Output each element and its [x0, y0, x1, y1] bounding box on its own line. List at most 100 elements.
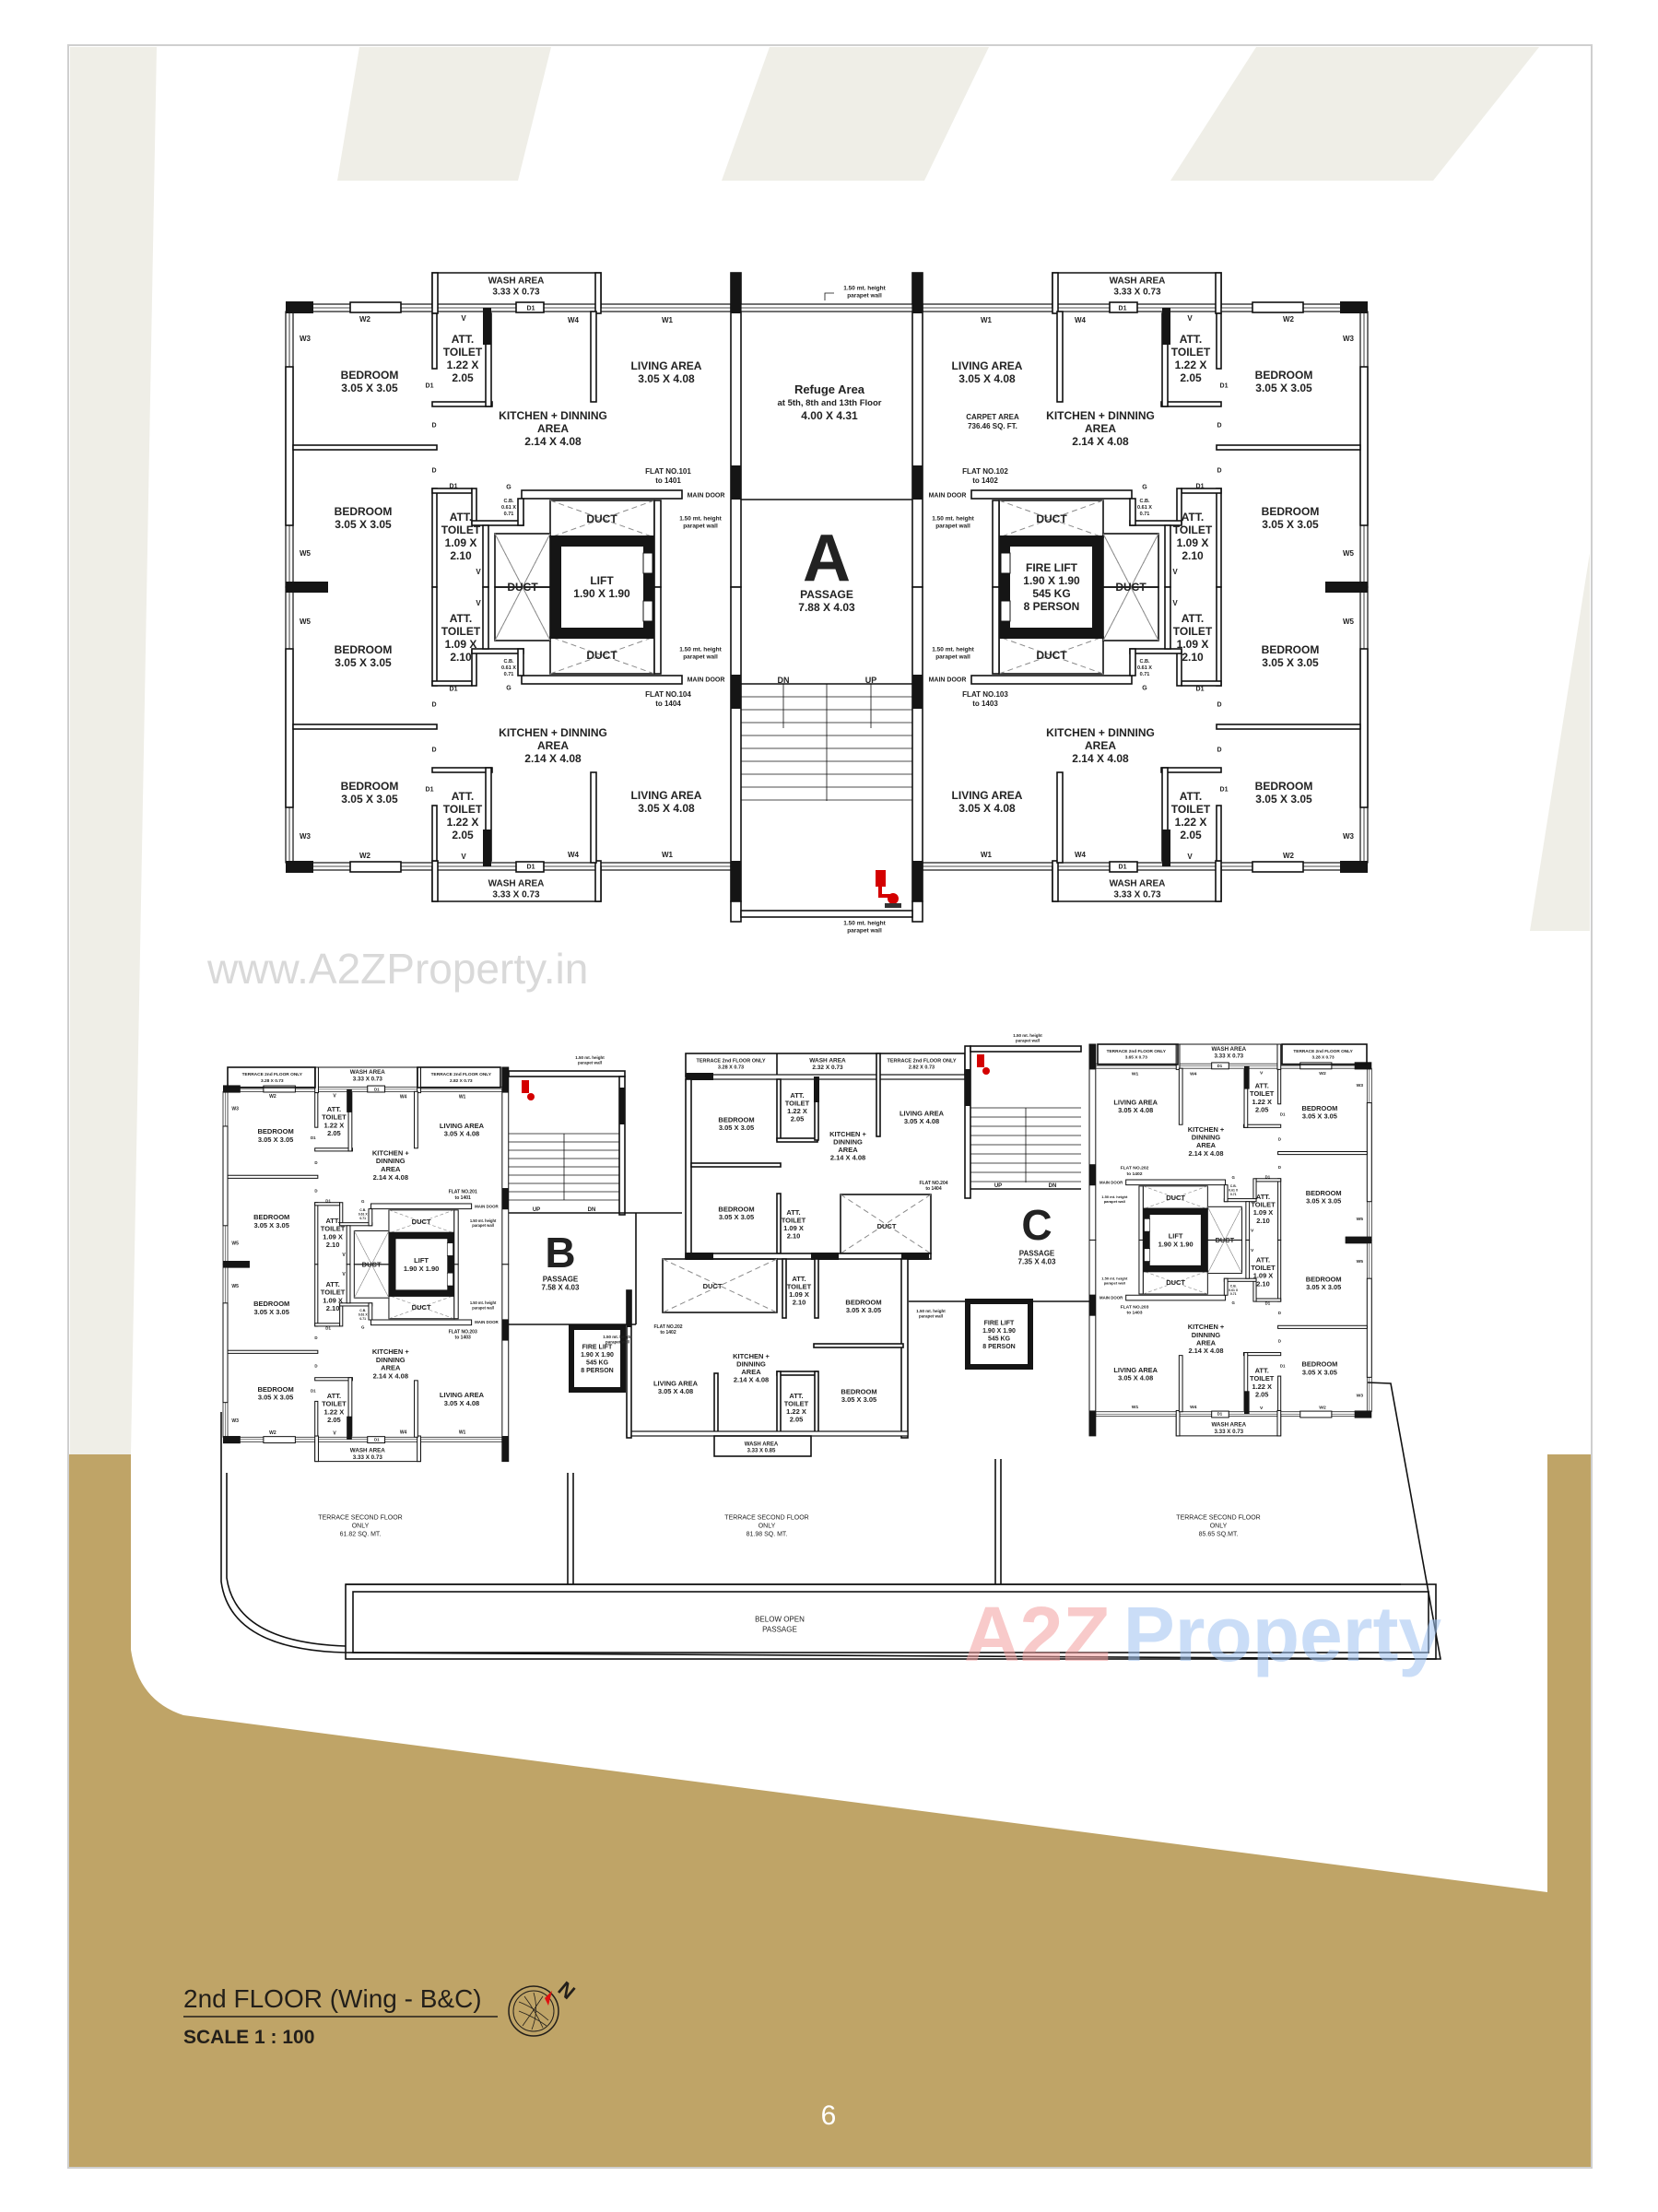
fire-lift-label: 1.90 X 1.90 — [581, 1352, 614, 1359]
page-number: 6 — [821, 2100, 837, 2131]
living-area-label: 3.05 X 4.08 — [958, 372, 1016, 385]
terrace-area-label: 85.65 SQ.MT. — [1199, 1532, 1239, 1538]
toilet-label: ATT. — [1182, 511, 1204, 524]
window-tag: W5 — [300, 618, 312, 626]
window-tag: W3 — [1357, 1393, 1364, 1398]
door-tag: D1 — [311, 1135, 316, 1140]
toilet-label: ATT. — [792, 1275, 805, 1283]
kitchen-label: 2.14 X 4.08 — [1188, 1347, 1223, 1355]
passage-label: 7.88 X 4.03 — [798, 601, 855, 614]
door-tag: D1 — [527, 305, 535, 312]
duct-label: DUCT — [1115, 581, 1146, 594]
toilet-label: ATT. — [1180, 790, 1202, 803]
window-tag: W3 — [300, 335, 312, 343]
toilet-label: 2.05 — [327, 1129, 341, 1137]
terrace-label: 3.28 X 0.73 — [261, 1078, 284, 1084]
wash-area-label: WASH AREA — [809, 1058, 846, 1065]
toilet-label: TOILET — [1173, 524, 1213, 536]
cb-label: 0.61 X — [501, 505, 516, 511]
ventilator-tag: V — [333, 1094, 336, 1100]
kitchen-label: KITCHEN + DINNING — [499, 409, 607, 422]
toilet-label: 2.05 — [452, 371, 474, 384]
kitchen-label: 2.14 X 4.08 — [1188, 1149, 1223, 1158]
flat-number-label: to 1402 — [1126, 1171, 1142, 1177]
wing-c-stair — [909, 1045, 1089, 1370]
terrace-label: TERRACE 2nd FLOOR ONLY — [1107, 1049, 1167, 1054]
window-tag: W1 — [662, 316, 674, 324]
wash-area-label: 3.33 X 0.73 — [353, 1454, 383, 1461]
kitchen-label: DINNING — [376, 1157, 406, 1165]
parapet-note: 1.50 mt. height — [1101, 1277, 1128, 1281]
stair-up-label: UP — [533, 1207, 540, 1213]
toilet-label: ATT. — [452, 790, 474, 803]
gas-tag: G — [506, 485, 512, 491]
floor-title: 2nd FLOOR (Wing - B&C) — [183, 1984, 482, 2013]
living-area-label: LIVING AREA — [1113, 1366, 1158, 1374]
duct-label: DUCT — [586, 649, 617, 662]
kitchen-label: AREA — [537, 422, 569, 435]
door-tag: D — [431, 422, 436, 429]
window-tag: W1 — [981, 851, 993, 859]
terrace-label: 2.82 X 0.73 — [909, 1065, 935, 1070]
window-tag: W2 — [1319, 1406, 1326, 1411]
toilet-label: 1.22 X — [324, 1121, 345, 1129]
main-door-label: MAIN DOOR — [929, 493, 967, 500]
bedroom-label: 3.05 X 3.05 — [1255, 793, 1312, 806]
terrace-area-label: 61.82 SQ. MT. — [340, 1532, 382, 1538]
toilet-label: 2.05 — [327, 1416, 341, 1424]
terrace-area-label: ONLY — [1210, 1524, 1228, 1530]
toilet-label: TOILET — [322, 1400, 347, 1408]
parapet-note: parapet wall — [935, 523, 970, 529]
kitchen-label: DINNING — [376, 1356, 406, 1364]
gas-tag: G — [506, 686, 512, 692]
toilet-label: TOILET — [443, 346, 483, 359]
stair-down-label: DN — [778, 676, 790, 685]
window-tag: W4 — [1190, 1405, 1197, 1410]
duct-label: DUCT — [507, 581, 538, 594]
gas-tag: G — [1142, 485, 1147, 491]
toilet-label: 1.22 X — [787, 1107, 807, 1115]
living-area-label: LIVING AREA — [440, 1391, 485, 1399]
wing-letter-c: C — [1021, 1201, 1052, 1249]
toilet-label: TOILET — [321, 1288, 346, 1297]
bedroom-label: 3.05 X 3.05 — [1255, 382, 1312, 394]
toilet-label: ATT. — [325, 1280, 339, 1288]
door-tag: D — [314, 1335, 317, 1340]
kitchen-label: DINNING — [833, 1137, 863, 1146]
toilet-label: 2.10 — [1256, 1217, 1269, 1225]
living-area-label: 3.05 X 4.08 — [658, 1387, 693, 1395]
bedroom-label: BEDROOM — [1306, 1275, 1342, 1283]
lift-label: 1.90 X 1.90 — [404, 1265, 439, 1273]
toilet-label: ATT. — [789, 1392, 803, 1400]
door-tag: D — [1278, 1136, 1281, 1141]
wash-area-label: WASH AREA — [350, 1447, 386, 1453]
ventilator-tag: V — [1187, 314, 1193, 323]
fire-lift-label: 545 KG — [586, 1360, 609, 1367]
cb-label: C.B. — [1140, 659, 1150, 665]
kitchen-label: KITCHEN + — [1188, 1125, 1225, 1134]
toilet-label: 2.10 — [1256, 1279, 1269, 1288]
door-tag: D — [1217, 422, 1221, 429]
door-tag: D — [1217, 747, 1221, 754]
toilet-label: TOILET — [321, 1225, 346, 1233]
toilet-label: 1.22 X — [786, 1407, 806, 1416]
flat-number-label: to 1402 — [660, 1330, 676, 1335]
cb-label: C.B. — [359, 1208, 366, 1212]
kitchen-label: AREA — [741, 1368, 761, 1376]
ventilator-tag: V — [476, 568, 481, 576]
living-area-label: 3.05 X 4.08 — [1118, 1374, 1153, 1382]
kitchen-label: AREA — [1085, 422, 1116, 435]
living-area-label: LIVING AREA — [1113, 1099, 1158, 1107]
door-tag: D1 — [1280, 1112, 1286, 1117]
bedroom-label: BEDROOM — [718, 1115, 754, 1124]
flat-number-label: FLAT NO.204 — [919, 1181, 947, 1186]
flat-number-label: to 1404 — [925, 1186, 941, 1192]
toilet-label: 1.09 X — [1177, 536, 1209, 549]
door-tag: D1 — [1220, 787, 1229, 794]
toilet-label: 1.09 X — [1253, 1272, 1274, 1280]
living-area-label: 3.05 X 4.08 — [444, 1399, 479, 1407]
fire-extinguisher-icon — [522, 1080, 535, 1100]
parapet-note: parapet wall — [472, 1223, 494, 1228]
